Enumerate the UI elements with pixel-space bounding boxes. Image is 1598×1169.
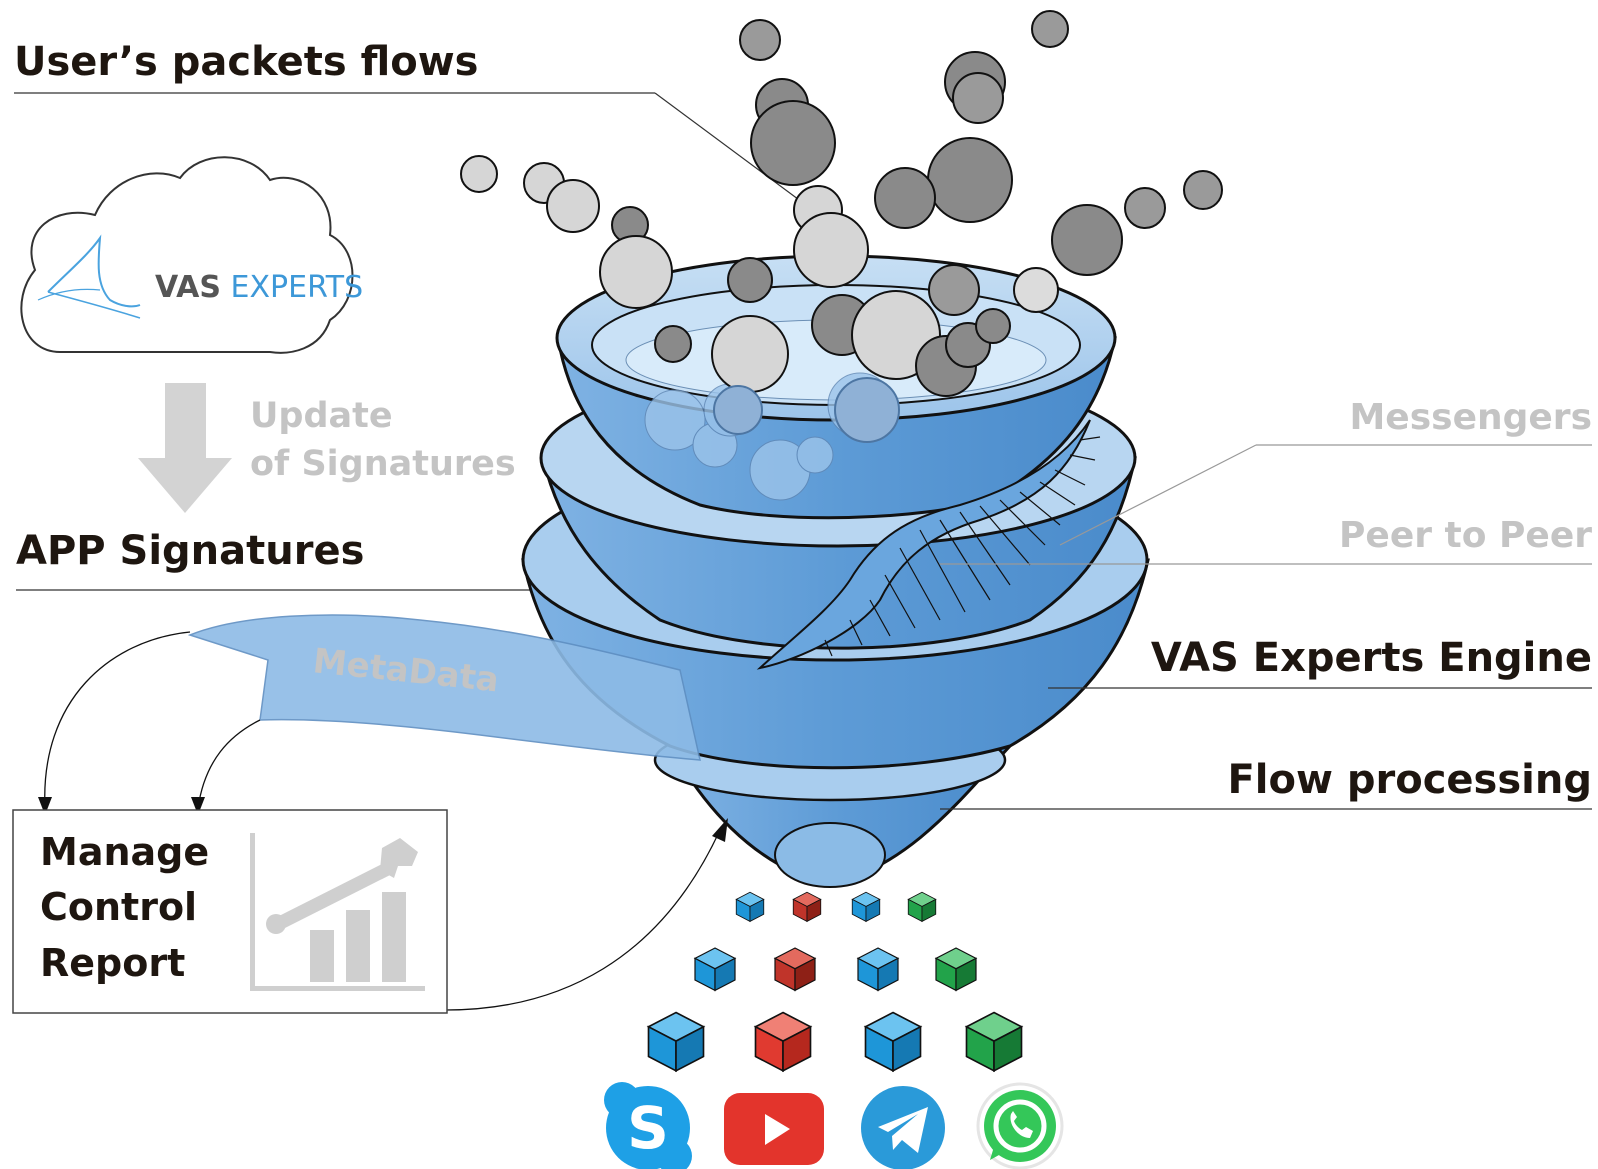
users-packets-label: User’s packets flows	[14, 39, 479, 85]
cube-green-2	[934, 947, 978, 992]
svg-text:S: S	[627, 1094, 669, 1162]
logo-brand-light: EXPERTS	[221, 270, 363, 305]
report-label: Report	[40, 941, 185, 985]
cube-blue-5	[646, 1011, 706, 1073]
cube-blue-4	[856, 947, 900, 992]
cube-blue-3	[693, 947, 737, 992]
cloud	[20, 156, 354, 354]
vas-experts-logo: VAS EXPERTS	[37, 234, 363, 319]
manage-label: Manage	[40, 830, 209, 874]
telegram-icon	[861, 1086, 945, 1169]
svg-text:VAS EXPERTS: VAS EXPERTS	[155, 270, 363, 305]
flow-processing-label: Flow processing	[1227, 757, 1592, 803]
manage-control-report-box	[12, 809, 448, 1014]
control-label: Control	[40, 885, 197, 929]
cube-green-1	[907, 891, 937, 923]
cube-blue-6	[863, 1011, 923, 1073]
messengers-label: Messengers	[1349, 397, 1592, 438]
engine-label: VAS Experts Engine	[1151, 635, 1592, 681]
skype-icon: S	[604, 1082, 692, 1169]
metadata-ribbon	[187, 614, 701, 761]
cube-red-1	[792, 891, 822, 923]
app-signatures-label: APP Signatures	[16, 528, 364, 574]
packet-bubbles	[460, 10, 1223, 443]
youtube-icon	[724, 1093, 824, 1165]
cube-red-2	[773, 947, 817, 992]
peer-to-peer-label: Peer to Peer	[1339, 515, 1592, 556]
update-arrow-icon	[138, 383, 232, 513]
chart-wrench-icon	[250, 833, 425, 991]
logo-brand-bold: VAS	[155, 270, 221, 305]
update-label-line1: Update	[250, 396, 393, 436]
cube-blue-1	[735, 891, 765, 923]
output-cubes	[646, 891, 1024, 1073]
update-label-line2: of Signatures	[250, 444, 516, 484]
whatsapp-icon	[976, 1082, 1064, 1169]
cube-blue-2	[851, 891, 881, 923]
cube-green-3	[964, 1011, 1024, 1073]
cube-red-3	[753, 1011, 813, 1073]
metadata-arrows	[44, 631, 721, 1011]
